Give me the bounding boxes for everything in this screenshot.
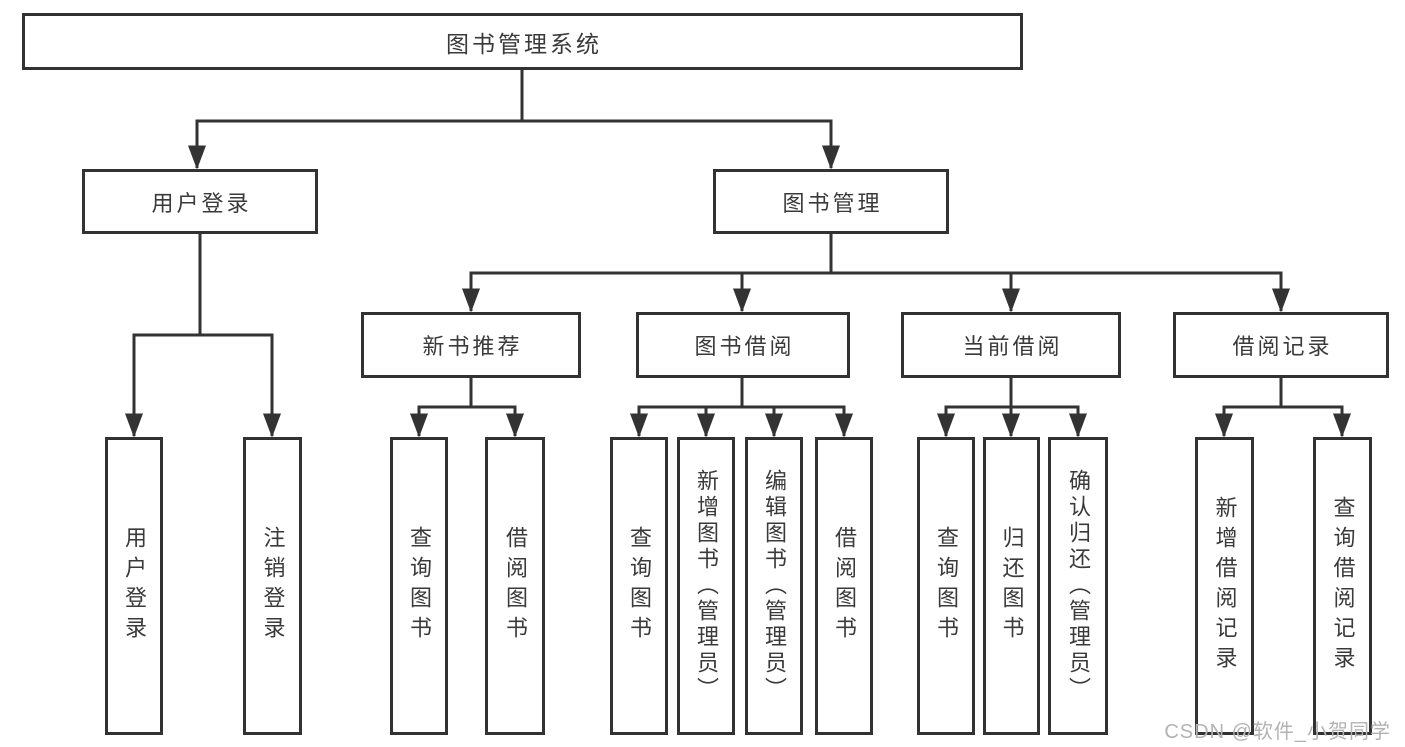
node-book-management: 图书管理 [713,169,949,234]
node-borrowing-records: 借阅记录 [1173,312,1389,378]
leaf-borrowing-borrow-books: 借阅图书 [815,437,873,735]
leaf-current-return-books: 归还图书 [983,437,1040,735]
connector-borrowing-records [1215,376,1351,438]
node-label: 图书管理 [782,190,883,216]
leaf-current-query-books: 查询图书 [917,437,975,735]
leaf-recommend-borrow-books: 借阅图书 [485,437,545,735]
leaf-user-login: 用户登录 [105,437,163,735]
node-label: 用户登录 [151,190,252,216]
node-current-borrowing: 当前借阅 [901,312,1121,378]
node-label: 借阅图书 [832,526,857,646]
connector-book-borrowing [630,376,853,438]
node-label: 确认归还（管理员） [1066,469,1091,703]
node-label: 用户登录 [122,526,147,646]
node-label: 归还图书 [999,526,1025,646]
node-label: 查询图书 [407,526,432,646]
node-label: 借阅记录 [1232,334,1333,359]
node-label: 编辑图书（管理员） [762,469,787,703]
node-label: 新增图书（管理员） [694,469,719,703]
node-label: 图书借阅 [694,334,795,359]
node-label: 注销登录 [260,526,286,646]
leaf-borrowing-query-books: 查询图书 [610,437,668,735]
leaf-borrowing-add-books-admin: 新增图书（管理员） [677,437,735,735]
connector-current-borrowing [937,376,1087,438]
connector-new-book-recommend [410,376,524,438]
node-label: 新书推荐 [422,334,523,359]
node-label: 当前借阅 [962,334,1063,359]
node-label: 查询图书 [627,526,652,646]
node-label: 借阅图书 [503,526,528,646]
node-user-login: 用户登录 [82,169,318,234]
connector-user-login [125,232,281,438]
node-library-management-system: 图书管理系统 [22,13,1023,70]
connector-root [188,68,840,170]
node-label: 查询借阅记录 [1330,496,1356,676]
leaf-borrowing-edit-books-admin: 编辑图书（管理员） [745,437,803,735]
csdn-watermark: CSDN @软件_小贺同学 [1164,721,1391,743]
node-book-borrowing: 图书借阅 [636,312,850,378]
connector-book-management [462,232,1290,313]
leaf-logout: 注销登录 [243,437,302,735]
node-label: 图书管理系统 [446,30,602,57]
node-label: 查询图书 [934,526,959,646]
node-new-book-recommend: 新书推荐 [361,312,581,378]
leaf-current-confirm-return-admin: 确认归还（管理员） [1048,437,1108,735]
node-label: 新增借阅记录 [1212,496,1238,676]
leaf-records-query-record: 查询借阅记录 [1313,437,1372,735]
leaf-records-add-record: 新增借阅记录 [1195,437,1254,735]
leaf-recommend-query-books: 查询图书 [390,437,448,735]
